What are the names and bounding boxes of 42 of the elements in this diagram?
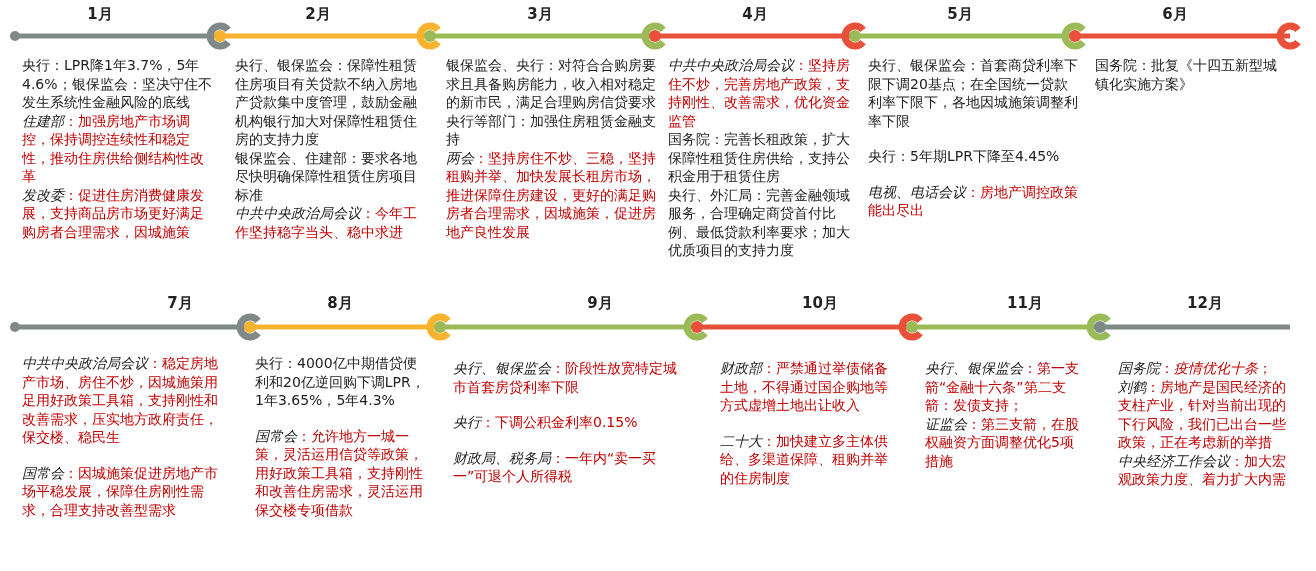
event-text: 中共中央政治局会议：今年工作坚持稳字当头、稳中求进 [235,204,418,241]
event-text: 财政部：严禁通过举债储备土地，不得通过国企购地等方式虚增土地出让收入 [720,359,889,415]
event-text: 央行、银保监会：保障性租赁住房项目有关贷款不纳入房地产贷款集中度管理，鼓励金融机构银行加大对保障性租赁住房的支持力度 [235,56,418,149]
event-text: 银保监会、央行：对符合合购房要求且具备购房能力，收入相对稳定的新市民，满足合理购房信贷要求 [446,56,656,112]
month-label: 4月 [742,5,768,23]
event-text: 银保监会、住建部：要求各地尽快明确保障性租赁住房项目标准 [235,148,418,204]
event-text: 国常会：允许地方一城一策，灵活运用信贷等政策，用好政策工具箱，支持刚性和改善住房需求，灵活运用保交楼专项借款 [255,426,424,519]
event-text: 央行：LPR降1年3.7%，5年4.6%；银保监会：坚决守住不发生系统性金融风险的底线 [22,56,213,112]
event-text: 发改委：促进住房消费健康发展，支持商品房市场更好满足购房者合理需求，因城施策 [22,185,205,241]
event-text: 央行、银保监会：首套商贷利率下限下调20基点；在全国统一贷款利率下限下，各地因城施策调整利率下限 [868,56,1078,130]
event-text: 国常会：因城施策促进房地产市场平稳发展，保障住房刚性需求，合理支持改善型需求 [22,463,219,519]
event-text: 央行：5年期LPR下降至4.45% [868,147,1061,166]
event-text: 央行、银保监会：第一支箭“金融十六条”第二支箭：发债支持； [925,359,1080,415]
event-text: 住建部：加强房地产市场调控，保持调控连续性和稳定性，推动住房供给侧结构性改革 [22,111,205,186]
event-text: 证监会：第三支箭，在股权融资方面调整优化5项措施 [925,414,1080,470]
event-text: 电视、电话会议：房地产调控政策能出尽出 [868,182,1078,220]
month-label: 2月 [305,5,331,23]
event-text: 二十大：加快建立多主体供给、多渠道保障、租购并举的住房制度 [720,431,889,487]
month-label: 6月 [1162,5,1188,23]
month-label: 9月 [587,294,613,312]
month-label: 8月 [327,294,353,312]
event-text: 央行、银保监会：阶段性放宽特定城市首套房贷利率下限 [453,359,678,396]
month-label: 10月 [802,294,838,312]
month-label: 7月 [167,294,193,312]
event-text: 央行：4000亿中期借贷便利和20亿逆回购下调LPR，1年3.65%，5年4.3% [255,354,426,410]
event-text: 国务院：完善长租政策，扩大保障性租赁住房供给，支持公积金用于租赁住房 [668,130,851,186]
event-text: 中共中央政治局会议：稳定房地产市场、房住不炒，因城施策用足用好政策工具箱，支持刚性和改善需求，压实地方政府责任，保交楼、稳民生 [22,354,219,447]
month-label: 3月 [527,5,553,23]
event-text: 国务院：批复《十四五新型城镇化实施方案》 [1095,56,1278,93]
month-label: 11月 [1007,294,1043,312]
month-label: 12月 [1187,294,1223,312]
event-text: 央行：下调公积金利率0.15% [453,413,639,432]
month-label: 1月 [87,5,113,23]
event-text: 国务院：疫情优化十条； [1118,359,1273,378]
event-text: 央行、外汇局：完善金融领域服务，合理确定商贷首付比例、最低贷款利率要求；加大优质项目的支持力度 [668,185,851,260]
event-text: 央行等部门：加强住房租赁金融支持 [446,111,656,149]
event-text: 中央经济工作会议：加大宏观政策力度、着力扩大内需 [1118,451,1287,489]
event-text: 中共中央政治局会议：坚持房住不炒，完善房地产政策，支持刚性、改善需求，优化资金监管 [668,56,851,130]
event-text: 刘鹤：房地产是国民经济的支柱产业，针对当前出现的下行风险，我们已出台一些政策，正在考虑新的举措 [1118,377,1287,452]
month-label: 5月 [947,5,973,23]
event-text: 两会：坚持房住不炒、三稳，坚持租购并举、加快发展长租房市场，推进保障住房建设，更好的满足购房者合理需求，因城施策，促进房地产良性发展 [446,148,656,241]
event-text: 财政局、税务局：一年内“卖一买一”可退个人所得税 [453,448,658,486]
